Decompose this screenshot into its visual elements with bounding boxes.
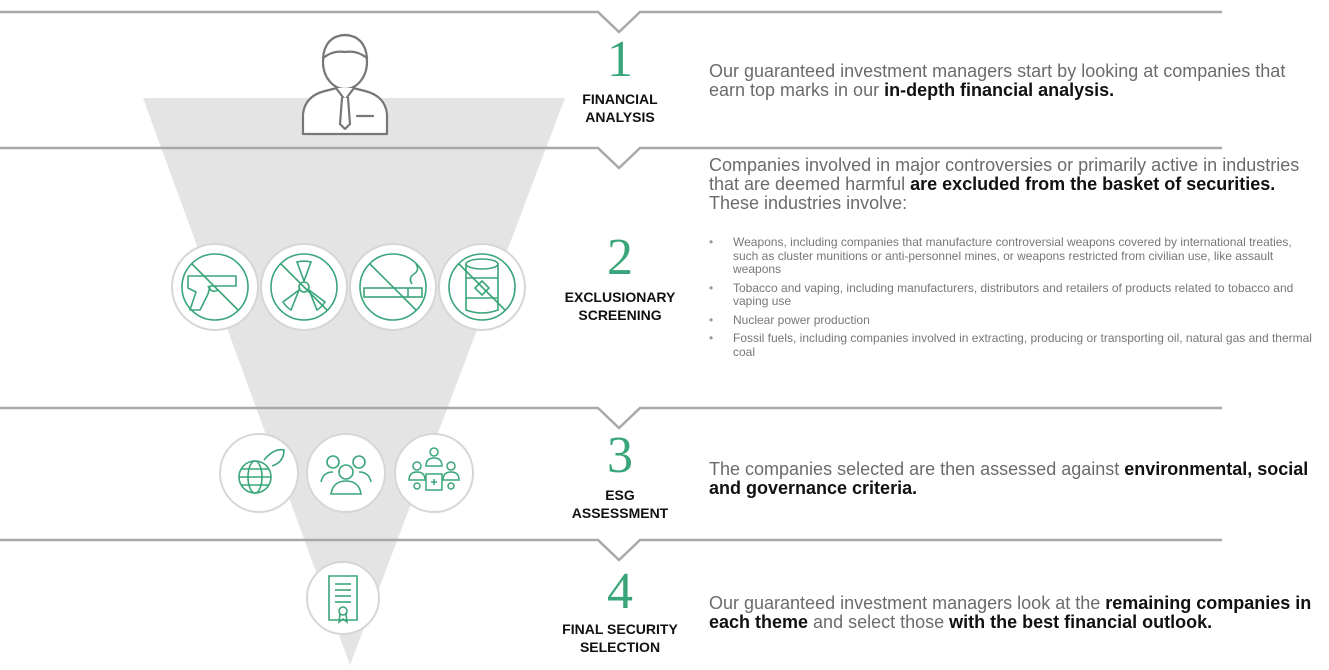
step-3-description: The companies selected are then assessed… (709, 460, 1324, 498)
step-1-title-line1: FINANCIAL (582, 91, 658, 107)
globe-leaf-icon (219, 433, 299, 513)
businessman-icon (301, 33, 389, 136)
step-4-title-line2: SELECTION (579, 639, 661, 655)
step-4-title: FINAL SECURITY SELECTION (540, 620, 700, 656)
divider-top (0, 10, 1222, 34)
certificate-icon (306, 561, 380, 635)
funnel-triangle (143, 98, 565, 665)
no-cigarette-icon (349, 243, 437, 331)
list-item: Nuclear power production (709, 313, 1319, 328)
step-1-description: Our guaranteed investment managers start… (709, 62, 1324, 100)
list-item: Weapons, including companies that manufa… (709, 235, 1319, 277)
no-oil-barrel-icon (438, 243, 526, 331)
step-4-desc-part-1: Our guaranteed investment managers look … (709, 593, 1106, 613)
people-group-icon (306, 433, 386, 513)
step-2-number: 2 (607, 229, 633, 286)
step-1-title: FINANCIAL ANALYSIS (540, 90, 700, 126)
step-3-number: 3 (607, 427, 633, 484)
step-4-number: 4 (607, 563, 633, 620)
step-3-title-line1: ESG (605, 487, 635, 503)
governance-board-icon (394, 433, 474, 513)
step-2-title-line1: EXCLUSIONARY (564, 289, 676, 305)
step-4-desc-part-2: remaining companies in each theme (709, 593, 1312, 632)
step-2-desc-part-3: These industries involve: (709, 193, 908, 213)
step-2-bullet-list: Weapons, including companies that manufa… (709, 235, 1319, 364)
step-4-desc-part-4: with the best financial outlook. (949, 612, 1213, 632)
step-3-title-line2: ASSESSMENT (571, 505, 669, 521)
step-4-description: Our guaranteed investment managers look … (709, 594, 1324, 632)
step-3-desc-part-2: environmental, social and governance cri… (709, 459, 1309, 498)
step-2-desc-part-2: are excluded from the basket of securiti… (910, 174, 1276, 194)
step-2-title: EXCLUSIONARY SCREENING (540, 288, 700, 324)
divider-3-4 (0, 538, 1222, 562)
step-2-desc-part-1: Companies involved in major controversie… (709, 155, 1300, 194)
divider-1-2 (0, 146, 1222, 170)
step-2-title-line2: SCREENING (578, 307, 662, 323)
step-3-desc-part-1: The companies selected are then assessed… (709, 459, 1125, 479)
divider-2-3 (0, 406, 1222, 430)
step-2-description: Companies involved in major controversie… (709, 156, 1324, 213)
step-1-title-line2: ANALYSIS (585, 109, 655, 125)
step-4-desc-part-3: and select those (808, 612, 950, 632)
step-3-title: ESG ASSESSMENT (540, 486, 700, 522)
no-gun-icon (171, 243, 259, 331)
list-item: Fossil fuels, including companies involv… (709, 331, 1319, 359)
step-1-desc-part-1: Our guaranteed investment managers start… (709, 61, 1286, 100)
step-4-title-line1: FINAL SECURITY (562, 621, 678, 637)
no-nuclear-icon (260, 243, 348, 331)
step-1-number: 1 (607, 31, 633, 88)
step-1-desc-part-2: in-depth financial analysis. (884, 80, 1115, 100)
list-item: Tobacco and vaping, including manufactur… (709, 281, 1319, 309)
